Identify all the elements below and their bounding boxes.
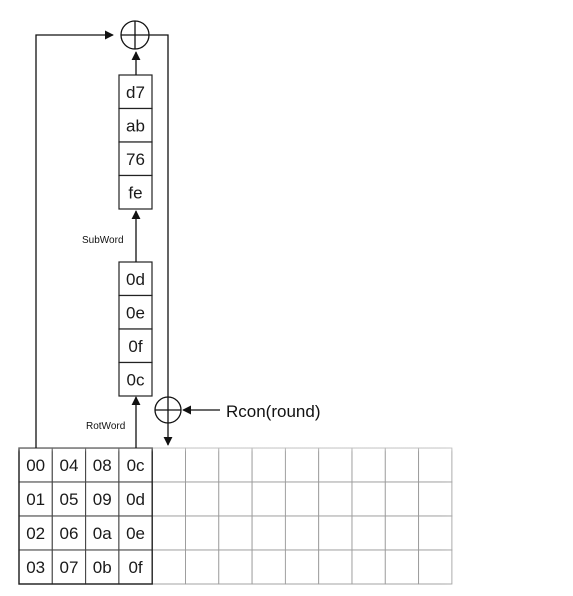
- matrix-fade-top: [0, 440, 572, 452]
- matrix-cell: [51, 515, 87, 551]
- word-byte-cell: [118, 107, 153, 143]
- matrix-empty-cell: [251, 447, 286, 483]
- matrix-empty-cell: [318, 481, 353, 517]
- matrix-empty-cell: [151, 515, 186, 551]
- matrix-cell-value: 03: [26, 558, 45, 577]
- matrix-empty-cell: [351, 481, 386, 517]
- matrix-empty-cell: [384, 481, 420, 517]
- matrix-empty-cell: [151, 447, 186, 483]
- matrix-empty-cell: [284, 515, 320, 551]
- xor-icon: [120, 20, 150, 50]
- matrix-cell-value: 0e: [126, 524, 145, 543]
- matrix-empty-cell: [185, 549, 220, 585]
- key-matrix: 00 04 08 0c 01 05 09 0d 02 06 0a 0e 03 07 0b 0f: [18, 447, 453, 585]
- subword-column: d7 ab 76 fe: [118, 74, 153, 210]
- matrix-empty-cell: [251, 549, 286, 585]
- matrix-cell: [118, 549, 153, 585]
- matrix-empty-cell: [318, 515, 353, 551]
- rotword-column: 0d 0e 0f 0c: [118, 261, 153, 397]
- first-word-line: [35, 30, 114, 448]
- word-byte-value: 76: [126, 150, 145, 169]
- matrix-cell-value: 0a: [93, 524, 112, 543]
- matrix-empty-cell: [284, 447, 320, 483]
- matrix-cell-value: 07: [59, 558, 78, 577]
- rotword-label: RotWord: [86, 421, 125, 432]
- matrix-cell-value: 0d: [126, 490, 145, 509]
- matrix-cell-value: 05: [59, 490, 78, 509]
- word-byte-cell: [118, 294, 153, 330]
- matrix-cell-value: 0c: [127, 456, 145, 475]
- word-byte-value: 0f: [128, 337, 142, 356]
- matrix-cell: [51, 549, 87, 585]
- word-byte-cell: [118, 174, 153, 210]
- word-byte-cell: [118, 361, 153, 397]
- matrix-cell-value: 06: [59, 524, 78, 543]
- matrix-empty-cell: [351, 447, 386, 483]
- matrix-empty-cell: [384, 549, 420, 585]
- matrix-empty-cell: [251, 481, 286, 517]
- connectors: [35, 30, 220, 448]
- matrix-cell-value: 00: [26, 456, 45, 475]
- matrix-cell-value: 02: [26, 524, 45, 543]
- matrix-fade-right: [440, 444, 573, 596]
- matrix-empty-cell: [318, 549, 353, 585]
- rcon-label: Rcon(round): [226, 402, 321, 421]
- matrix-cell-value: 01: [26, 490, 45, 509]
- matrix-cell-value: 08: [93, 456, 112, 475]
- matrix-cell-value: 0b: [93, 558, 112, 577]
- matrix-empty-cell: [218, 481, 253, 517]
- matrix-cell-value: 0f: [128, 558, 142, 577]
- matrix-empty-cell: [351, 549, 386, 585]
- matrix-empty-cell: [218, 549, 253, 585]
- matrix-cell-value: 04: [59, 456, 78, 475]
- word-byte-value: 0d: [126, 270, 145, 289]
- matrix-empty-cell: [151, 481, 186, 517]
- matrix-empty-cell: [185, 481, 220, 517]
- matrix-empty-cell: [384, 447, 420, 483]
- matrix-empty-cell: [218, 447, 253, 483]
- matrix-empty-cell: [185, 447, 220, 483]
- matrix-cell: [85, 481, 120, 517]
- matrix-empty-cell: [351, 515, 386, 551]
- matrix-cell-value: 09: [93, 490, 112, 509]
- matrix-cell: [51, 447, 87, 483]
- xor-output-line: [149, 34, 169, 397]
- matrix-empty-cell: [185, 515, 220, 551]
- matrix-empty-cell: [251, 515, 286, 551]
- word-byte-value: fe: [128, 183, 142, 202]
- matrix-empty-cell: [284, 549, 320, 585]
- matrix-empty-cell: [284, 481, 320, 517]
- word-byte-value: ab: [126, 116, 145, 135]
- word-byte-cell: [118, 328, 153, 364]
- matrix-empty-cell: [151, 549, 186, 585]
- matrix-empty-cell: [218, 515, 253, 551]
- matrix-empty-cell: [384, 515, 420, 551]
- xor-icon: [154, 396, 182, 424]
- matrix-cell: [118, 515, 153, 551]
- subword-label: SubWord: [82, 235, 124, 246]
- matrix-empty-cell: [318, 447, 353, 483]
- word-byte-cell: [118, 141, 153, 177]
- word-byte-value: d7: [126, 83, 145, 102]
- word-byte-value: 0c: [127, 370, 145, 389]
- word-byte-value: 0e: [126, 303, 145, 322]
